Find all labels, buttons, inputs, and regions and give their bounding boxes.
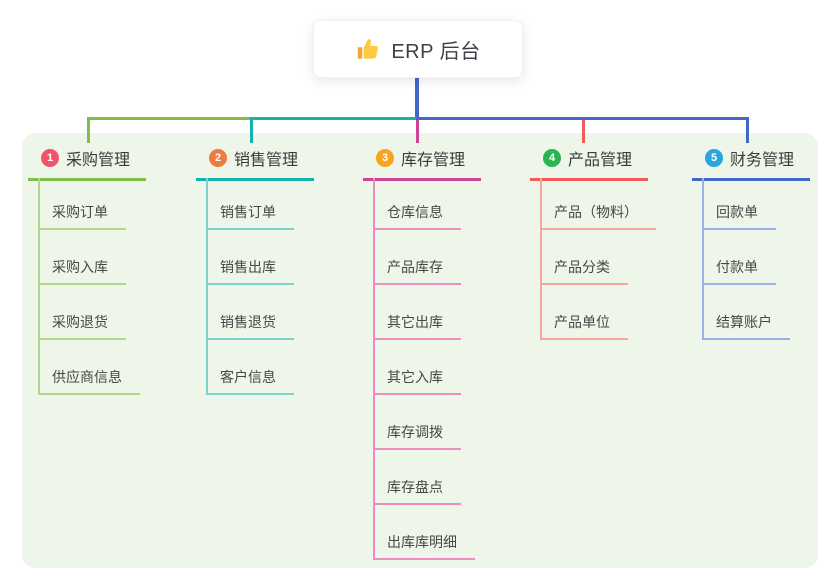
bus-segment-2 [250,117,419,120]
branch-spine-line-4 [540,178,542,338]
branch-number-badge: 3 [376,149,394,167]
branch-spine-line-5 [702,178,704,338]
root-node-label: ERP 后台 [391,40,481,63]
child-node[interactable]: 客户信息 [206,367,294,395]
branch-number-badge: 1 [41,149,59,167]
branch-node-label: 采购管理 [66,152,131,169]
child-node[interactable]: 付款单 [702,257,776,285]
bus-segment-1 [87,117,253,120]
bus-segment-3 [416,117,749,120]
child-node[interactable]: 产品单位 [540,312,628,340]
root-node[interactable]: ERP 后台 [313,20,523,78]
branch-drop-line-2 [250,120,253,143]
branch-node-label: 产品管理 [568,152,633,169]
thumbs-up-icon [355,36,381,62]
child-node[interactable]: 产品库存 [373,257,461,285]
branch-node-3[interactable]: 3 库存管理 [363,146,482,181]
child-node[interactable]: 销售订单 [206,202,294,230]
branch-spine-line-3 [373,178,375,558]
branch-number-badge: 4 [543,149,561,167]
branch-node-label: 销售管理 [234,152,299,169]
branch-number-badge: 5 [705,149,723,167]
branch-drop-line-3 [416,120,419,143]
child-node[interactable]: 其它入库 [373,367,461,395]
branch-drop-line-4 [582,120,585,143]
branch-drop-line-1 [87,120,90,143]
child-node[interactable]: 销售出库 [206,257,294,285]
child-node[interactable]: 回款单 [702,202,776,230]
child-node[interactable]: 出库库明细 [373,532,475,560]
branch-spine-line-1 [38,178,40,393]
branch-node-label: 财务管理 [730,152,795,169]
child-node[interactable]: 供应商信息 [38,367,140,395]
root-stem-line [415,78,419,118]
child-node[interactable]: 销售退货 [206,312,294,340]
branch-node-1[interactable]: 1 采购管理 [28,146,147,181]
child-node[interactable]: 采购入库 [38,257,126,285]
child-node[interactable]: 产品（物料） [540,202,656,230]
child-node[interactable]: 库存调拨 [373,422,461,450]
child-node[interactable]: 其它出库 [373,312,461,340]
child-node[interactable]: 结算账户 [702,312,790,340]
child-node[interactable]: 库存盘点 [373,477,461,505]
branch-spine-line-2 [206,178,208,393]
branch-drop-line-5 [746,120,749,143]
child-node[interactable]: 采购退货 [38,312,126,340]
branch-number-badge: 2 [209,149,227,167]
child-node[interactable]: 仓库信息 [373,202,461,230]
child-node[interactable]: 采购订单 [38,202,126,230]
branch-node-label: 库存管理 [401,152,466,169]
branch-node-4[interactable]: 4 产品管理 [530,146,649,181]
branches-panel [22,133,818,568]
branch-node-2[interactable]: 2 销售管理 [196,146,315,181]
child-node[interactable]: 产品分类 [540,257,628,285]
branch-node-5[interactable]: 5 财务管理 [692,146,811,181]
